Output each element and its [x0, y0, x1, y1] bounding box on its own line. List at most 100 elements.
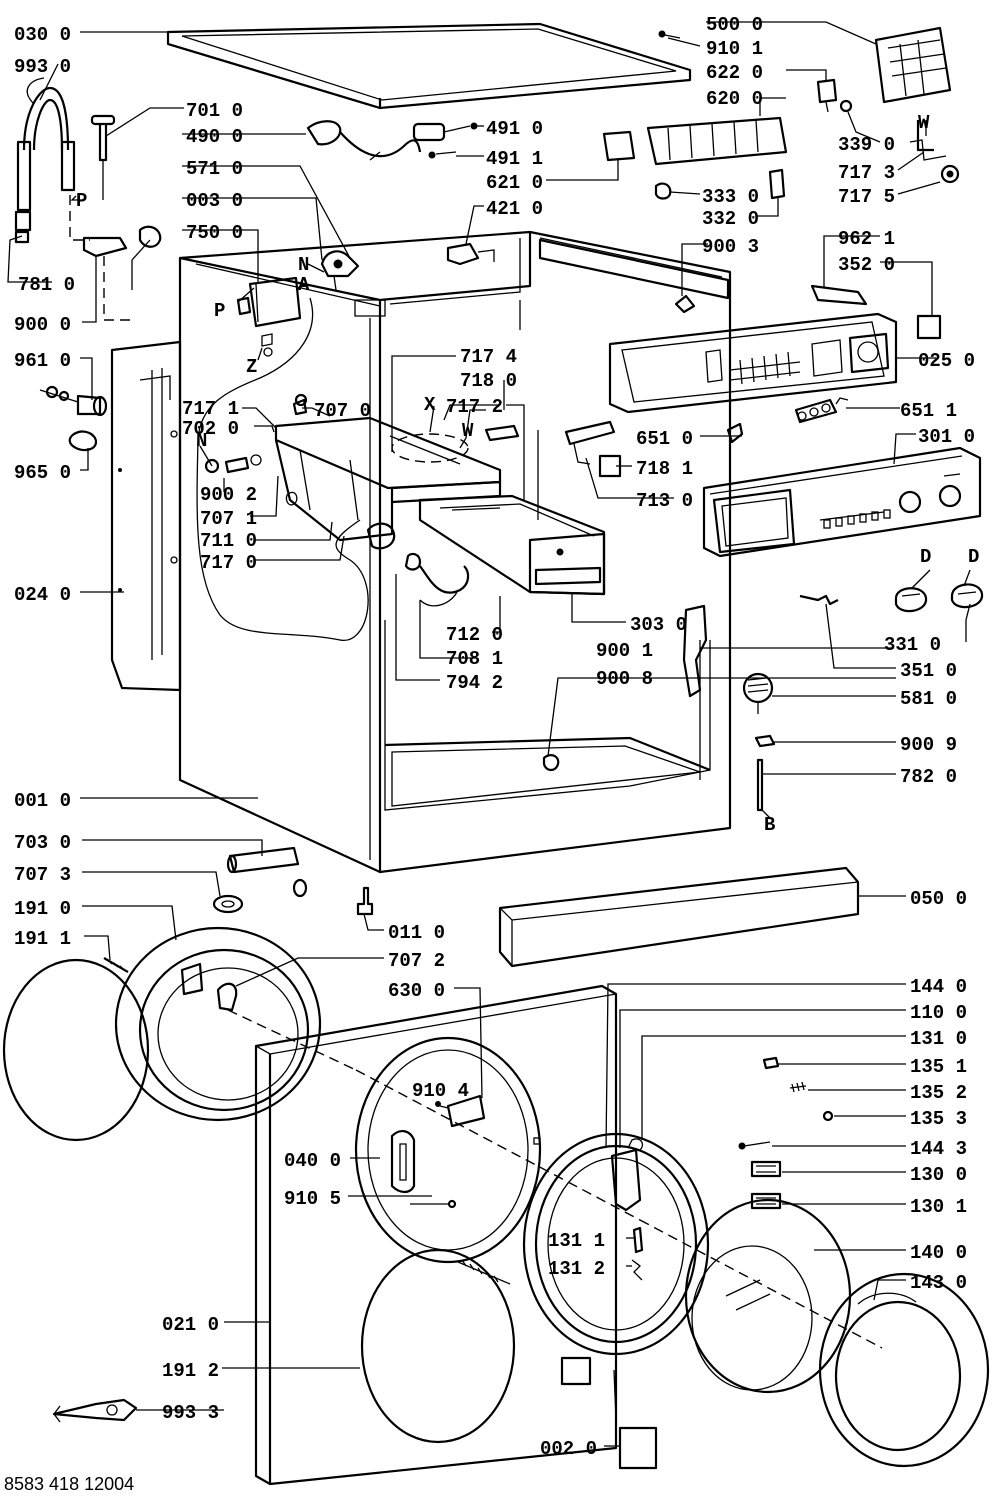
label-717-0: 717 0	[200, 552, 257, 574]
label-962-1: 962 1	[838, 228, 895, 250]
label-339-0: 339 0	[838, 134, 895, 156]
label-144-3: 144 3	[910, 1138, 967, 1160]
label-191-0: 191 0	[14, 898, 71, 920]
label-717-1: 717 1	[182, 398, 239, 420]
label-040-0: 040 0	[284, 1150, 341, 1172]
letter-z: Z	[246, 356, 257, 378]
label-717-2: 717 2	[446, 396, 503, 418]
label-303-0: 303 0	[630, 614, 687, 636]
label-961-0: 961 0	[14, 350, 71, 372]
label-910-1: 910 1	[706, 38, 763, 60]
label-110-0: 110 0	[910, 1002, 967, 1024]
label-421-0: 421 0	[486, 198, 543, 220]
letter-d-right: D	[968, 546, 979, 568]
label-025-0: 025 0	[918, 350, 975, 372]
label-050-0: 050 0	[910, 888, 967, 910]
label-140-0: 140 0	[910, 1242, 967, 1264]
power-cord-drawing	[306, 120, 422, 161]
label-900-3: 900 3	[702, 236, 759, 258]
letter-a: A	[298, 274, 310, 296]
label-135-1: 135 1	[910, 1056, 967, 1078]
door-frame-drawing	[522, 1132, 883, 1356]
hinge-clips-drawing	[542, 604, 708, 772]
assembly-outline	[196, 297, 369, 641]
label-711-0: 711 0	[200, 530, 257, 552]
letter-x: X	[424, 394, 436, 416]
label-301-0: 301 0	[918, 426, 975, 448]
label-910-4: 910 4	[412, 1080, 469, 1102]
label-491-0: 491 0	[486, 118, 543, 140]
letter-b: B	[764, 814, 775, 836]
clip-drawing	[674, 294, 696, 314]
control-board-drawing	[608, 284, 942, 414]
label-621-0: 621 0	[486, 172, 543, 194]
label-003-0: 003 0	[186, 190, 243, 212]
label-993-0: 993 0	[14, 56, 71, 78]
control-panel-drawing	[702, 446, 982, 558]
label-900-8: 900 8	[596, 668, 653, 690]
valve-knob-drawing	[90, 114, 116, 200]
label-571-0: 571 0	[186, 158, 243, 180]
electronic-module-drawing	[658, 26, 952, 104]
label-782-0: 782 0	[900, 766, 957, 788]
label-707-3: 707 3	[14, 864, 71, 886]
label-707-0: 707 0	[314, 400, 371, 422]
label-024-0: 024 0	[14, 584, 71, 606]
label-717-3: 717 3	[838, 162, 895, 184]
spring-drawing	[799, 594, 839, 606]
label-001-0: 001 0	[14, 790, 71, 812]
label-707-1: 707 1	[200, 508, 257, 530]
callout-letters: P P N A Z X W N W D D B	[76, 112, 979, 836]
label-701-0: 701 0	[186, 100, 243, 122]
label-021-0: 021 0	[162, 1314, 219, 1336]
label-708-1: 708 1	[446, 648, 503, 670]
label-900-1: 900 1	[596, 640, 653, 662]
label-135-3: 135 3	[910, 1108, 967, 1130]
letter-d-left: D	[920, 546, 931, 568]
label-191-2: 191 2	[162, 1360, 219, 1382]
hose-bracket-drawing	[82, 225, 162, 321]
label-781-0: 781 0	[18, 274, 75, 296]
right-hardware-drawing	[738, 1056, 834, 1210]
pressure-switch-drawing	[742, 672, 774, 714]
label-130-1: 130 1	[910, 1196, 967, 1218]
label-900-2: 900 2	[200, 484, 257, 506]
letter-p-hose: P	[76, 190, 87, 212]
label-131-1: 131 1	[548, 1230, 605, 1252]
label-910-5: 910 5	[284, 1188, 341, 1210]
door-glass-drawing	[684, 1198, 852, 1394]
label-333-0: 333 0	[702, 186, 759, 208]
detergent-drawer-drawing	[418, 494, 606, 596]
leader-lines	[7, 21, 971, 1447]
dispenser-lever-drawing	[564, 420, 622, 478]
back-panel-drawing	[110, 340, 182, 692]
label-620-0: 620 0	[706, 88, 763, 110]
label-965-0: 965 0	[14, 462, 71, 484]
label-351-0: 351 0	[900, 660, 957, 682]
label-794-2: 794 2	[446, 672, 503, 694]
cabinet-drawing	[178, 230, 732, 874]
service-cover-drawing	[618, 1426, 658, 1470]
label-131-0: 131 0	[910, 1028, 967, 1050]
top-lid-drawing	[166, 22, 692, 110]
label-630-0: 630 0	[388, 980, 445, 1002]
small-fixings-drawing	[909, 120, 960, 184]
label-717-5: 717 5	[838, 186, 895, 208]
letter-w-fixing: W	[918, 112, 930, 134]
letter-n-dispenser: N	[196, 430, 207, 452]
label-993-3: 993 3	[162, 1402, 219, 1424]
label-144-0: 144 0	[910, 976, 967, 998]
knobs-drawing	[894, 583, 984, 613]
label-900-9: 900 9	[900, 734, 957, 756]
label-491-1: 491 1	[486, 148, 543, 170]
label-490-0: 490 0	[186, 126, 243, 148]
label-352-0: 352 0	[838, 254, 895, 276]
label-703-0: 703 0	[14, 832, 71, 854]
label-332-0: 332 0	[702, 208, 759, 230]
label-130-0: 130 0	[910, 1164, 967, 1186]
label-331-0: 331 0	[884, 634, 941, 656]
label-143-0: 143 0	[910, 1272, 967, 1294]
letter-n-filter: N	[298, 254, 309, 276]
part-drawings	[2, 22, 990, 1486]
